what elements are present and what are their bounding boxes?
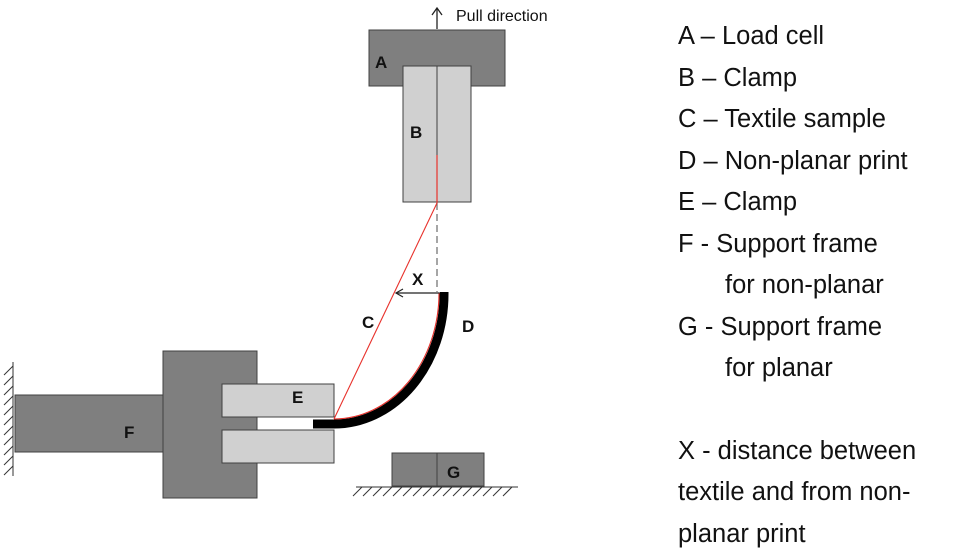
textile-on-print: [333, 292, 440, 420]
legend: A – Load cell B – Clamp C – Textile samp…: [678, 16, 978, 554]
support-frame-g-right: [436, 452, 485, 487]
legend-item-d: D – Non-planar print: [678, 146, 908, 175]
label-g: G: [447, 463, 460, 482]
legend-item-c: C – Textile sample: [678, 105, 886, 133]
legend-item-g: G - Support frame: [678, 312, 883, 341]
support-frame-g-left: [391, 452, 438, 487]
clamp-e-lower-jaw: [221, 429, 335, 464]
legend-item-x-line3: planar print: [678, 519, 806, 548]
distance-x-arrow: [394, 288, 439, 298]
support-frame-f-arm: [14, 394, 166, 453]
label-x: X: [412, 270, 424, 289]
clamp-e-upper-jaw: [221, 383, 335, 418]
tensile-test-setup-diagram: Pull direction: [3, 6, 548, 499]
label-a: A: [375, 53, 387, 72]
legend-item-x-line2: textile and from non-: [678, 478, 911, 506]
label-b: B: [410, 123, 422, 142]
wall-hatch: [3, 362, 14, 476]
legend-item-g-continued: for planar: [725, 354, 833, 382]
pull-direction-label: Pull direction: [456, 8, 548, 25]
legend-item-b: B – Clamp: [678, 63, 798, 92]
clamp-b-right-jaw: [436, 65, 472, 203]
legend-item-f: F - Support frame: [678, 229, 878, 258]
label-e: E: [292, 388, 303, 407]
label-f: F: [124, 423, 134, 442]
clamp-b-left-jaw: [402, 65, 438, 203]
non-planar-print-d: [313, 292, 449, 429]
label-d: D: [462, 317, 474, 336]
label-c: C: [362, 313, 374, 332]
pull-direction-arrow: [431, 6, 443, 29]
legend-item-e: E – Clamp: [678, 188, 798, 216]
legend-item-x: X - distance between: [678, 436, 917, 465]
legend-item-a: A – Load cell: [678, 22, 825, 50]
support-frame-f-body: [162, 350, 258, 499]
legend-item-f-continued: for non-planar: [725, 271, 884, 299]
textile-sample-c-diagonal: [333, 202, 438, 420]
legend-spacer: [678, 390, 978, 431]
ground-hatch: [352, 486, 518, 497]
